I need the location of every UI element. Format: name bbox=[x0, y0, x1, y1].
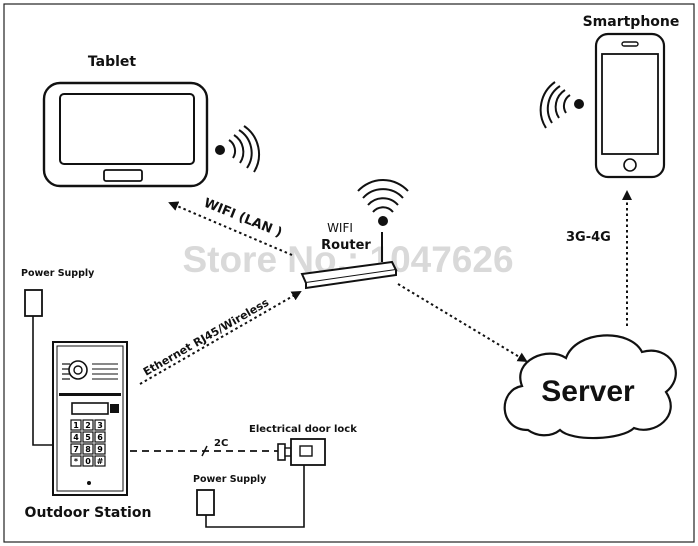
keypad-key: 0 bbox=[82, 455, 94, 467]
keypad-key-label: 4 bbox=[73, 433, 79, 442]
smartphone-icon bbox=[594, 32, 666, 179]
keypad-key-label: # bbox=[97, 457, 104, 466]
wifi-lan-link bbox=[168, 201, 293, 256]
wifi-label: WIFI bbox=[327, 221, 353, 235]
router-label: Router bbox=[321, 238, 371, 253]
diagram-border bbox=[3, 3, 695, 543]
two-c-label: 2C bbox=[214, 438, 228, 449]
tablet-icon bbox=[42, 81, 209, 188]
tablet-label: Tablet bbox=[88, 54, 137, 70]
keypad-key: 8 bbox=[82, 443, 94, 455]
keypad-key-label: 8 bbox=[85, 445, 91, 454]
keypad-key: 1 bbox=[70, 419, 82, 431]
keypad-key-label: 0 bbox=[85, 457, 91, 466]
door-lock-power-wire bbox=[205, 465, 305, 528]
tablet-wireless-icon bbox=[215, 125, 261, 173]
smartphone-label: Smartphone bbox=[583, 14, 680, 30]
keypad-key-label: 7 bbox=[73, 445, 79, 454]
keypad-key: 9 bbox=[94, 443, 106, 455]
router-icon bbox=[300, 232, 398, 290]
outdoor-station-label: Outdoor Station bbox=[25, 505, 152, 521]
3g-4g-label: 3G-4G bbox=[566, 230, 611, 245]
router-wifi-waves-icon bbox=[357, 179, 409, 226]
keypad-key-label: 5 bbox=[85, 433, 91, 442]
router-server-link bbox=[397, 283, 528, 363]
server-label: Server bbox=[541, 375, 635, 408]
wifi-lan-label: WIFI (LAN ) bbox=[202, 196, 285, 241]
keypad-key: * bbox=[70, 455, 82, 467]
keypad-key: 5 bbox=[82, 431, 94, 443]
keypad-key: 6 bbox=[94, 431, 106, 443]
keypad-key: # bbox=[94, 455, 106, 467]
server-cloud-icon bbox=[503, 334, 677, 440]
power-supply-top-wire bbox=[32, 316, 54, 446]
keypad-key-label: 1 bbox=[73, 421, 79, 430]
ethernet-link bbox=[139, 291, 302, 385]
keypad-key-label: 3 bbox=[97, 421, 103, 430]
keypad-key-label: 6 bbox=[97, 433, 103, 442]
power-supply-bottom-label: Power Supply bbox=[193, 474, 267, 485]
two-wire-mark bbox=[201, 445, 208, 457]
keypad-key: 7 bbox=[70, 443, 82, 455]
outdoor-station-icon bbox=[52, 341, 128, 496]
power-supply-top-label: Power Supply bbox=[21, 268, 95, 279]
ethernet-label: Ethernet RJ45/Wireless bbox=[141, 296, 272, 379]
keypad-key: 4 bbox=[70, 431, 82, 443]
smartphone-wireless-icon bbox=[539, 81, 584, 129]
keypad-key-label: 9 bbox=[97, 445, 103, 454]
keypad-key-label: 2 bbox=[85, 421, 91, 430]
keypad-key-label: * bbox=[74, 457, 79, 466]
door-lock-icon bbox=[277, 438, 326, 466]
power-supply-bottom-icon bbox=[196, 489, 215, 516]
keypad-key: 3 bbox=[94, 419, 106, 431]
door-lock-label: Electrical door lock bbox=[249, 424, 357, 435]
keypad-key: 2 bbox=[82, 419, 94, 431]
power-supply-top-icon bbox=[24, 289, 43, 317]
